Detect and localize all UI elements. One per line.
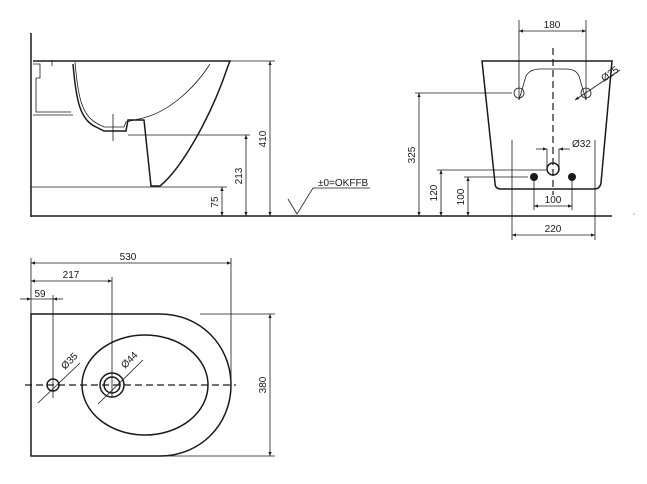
dim-bolt-spacing: 100 [545,195,562,206]
dim-fixing-height: 325 [407,146,418,163]
dim-drain-diameter: Ø32 [572,139,591,150]
dim-overflow-offset: 59 [34,289,46,300]
dim-drain-height: 120 [429,184,440,201]
top-view: 530 217 59 Ø35 Ø44 380 [20,252,275,457]
dim-overflow-hole: Ø35 [59,351,80,372]
bidet-side-profile [31,60,275,188]
rear-view: 180 Ø25 Ø32 325 120 100 100 220 [407,20,635,240]
drain-hole [546,162,560,176]
dim-total-height: 410 [258,130,269,147]
dim-drain-height: 213 [234,167,245,184]
dim-base-width: 220 [545,224,562,235]
bowl-outline [81,334,209,436]
dim-width: 380 [258,376,269,393]
dim-base-height: 75 [210,196,221,208]
rear-outline [481,60,613,190]
floor-reference-label: ±0=OKFFB [318,178,369,189]
top-outline [30,313,232,457]
dim-fixing-spacing: 180 [544,20,561,31]
floor-level-symbol [287,187,370,215]
dim-tap-hole-offset: 217 [63,270,80,281]
side-view: 410 213 75 ±0=OKFFB [30,33,612,217]
dim-tap-hole: Ø44 [119,350,140,371]
dim-length: 530 [120,252,137,263]
dim-bolt-height: 100 [456,188,467,205]
